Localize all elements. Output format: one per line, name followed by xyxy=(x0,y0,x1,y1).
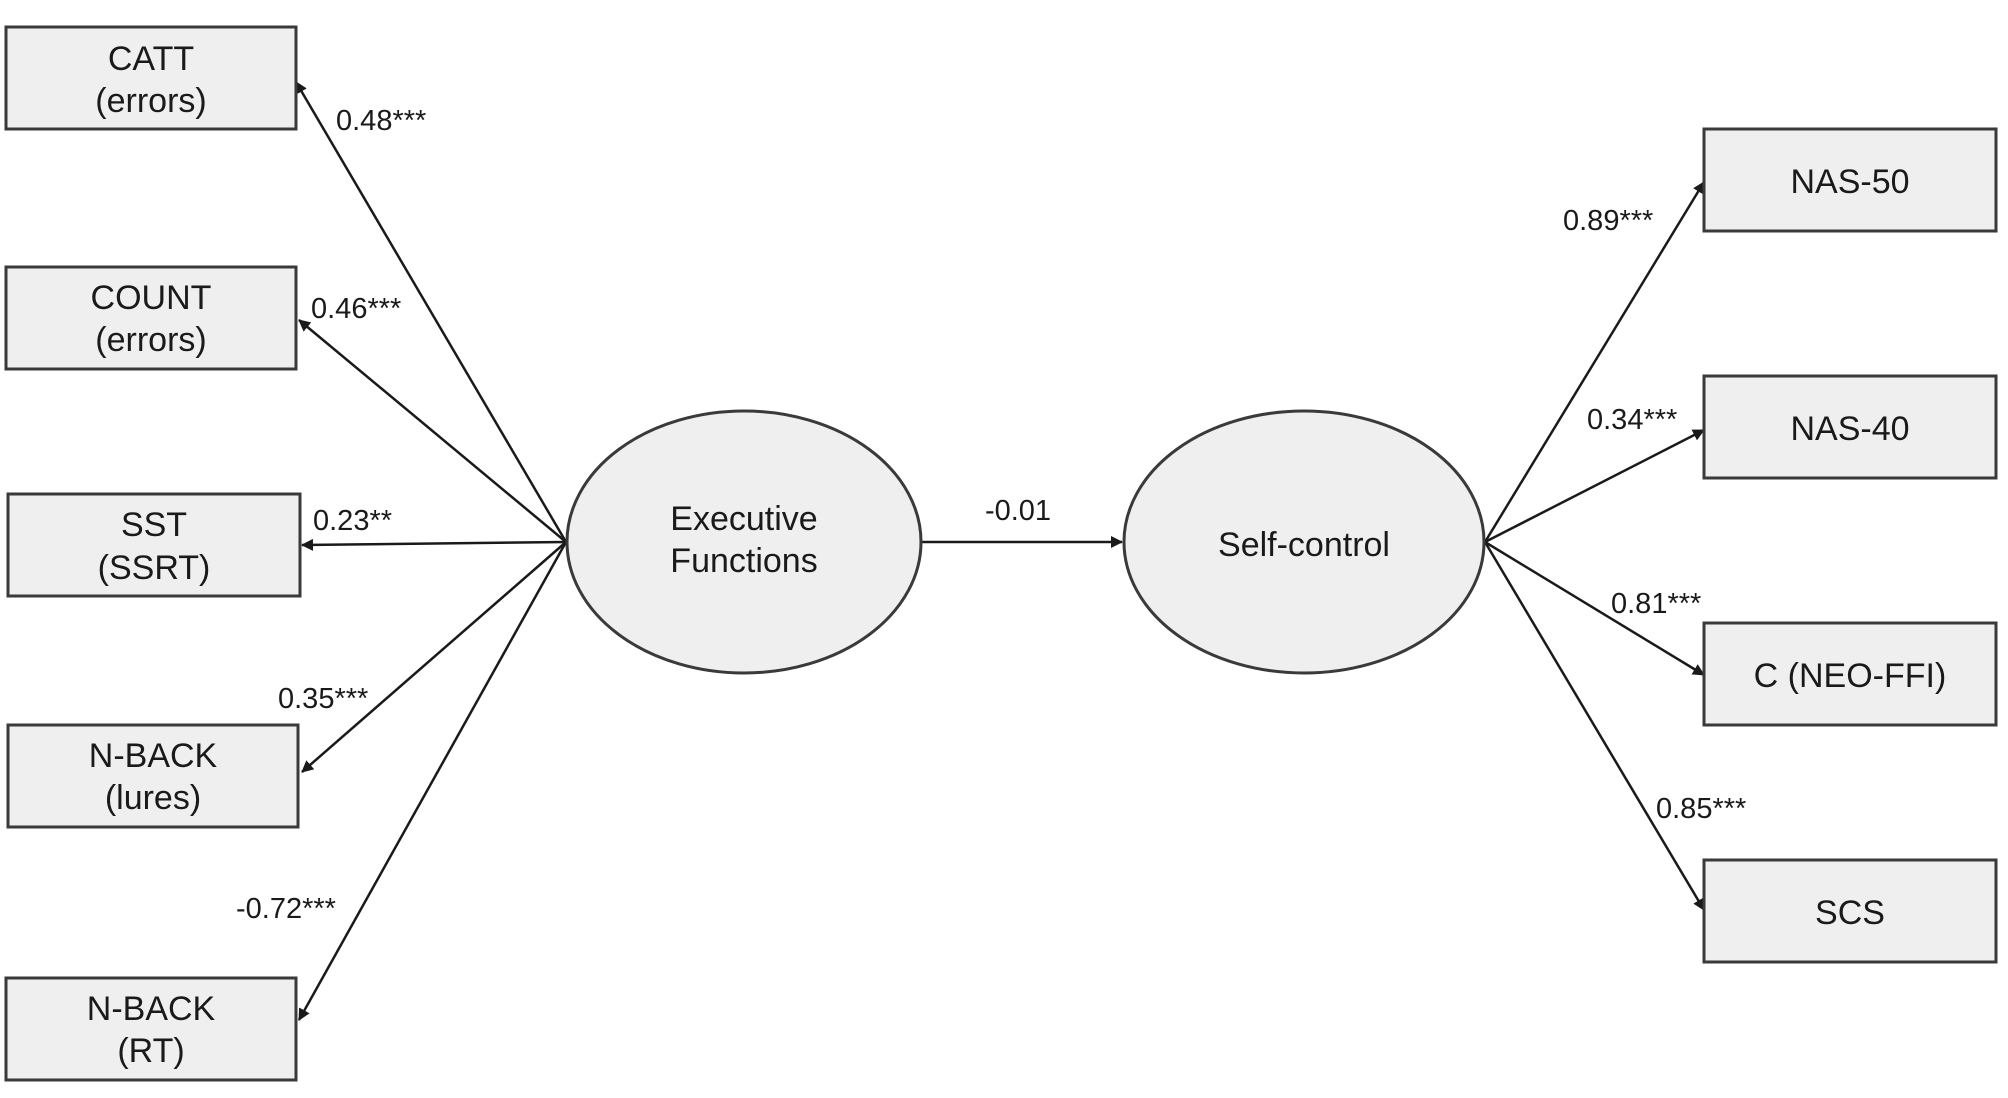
coef-scs: 0.85*** xyxy=(1656,793,1746,825)
indicator-c-neo-ffi-label: C (NEO-FFI) xyxy=(1754,657,1947,695)
indicator-catt-line1: CATT xyxy=(108,40,194,78)
indicator-sst: SST (SSRT) xyxy=(6,492,302,598)
path-sc-nas50 xyxy=(1483,181,1706,543)
path-sc-scs xyxy=(1483,541,1706,911)
coef-nas40: 0.34*** xyxy=(1587,404,1677,436)
coef-nback-lures: 0.35*** xyxy=(278,683,368,715)
path-ef-sst xyxy=(301,538,567,551)
indicator-sst-line2: (SSRT) xyxy=(98,549,211,587)
indicator-scs: SCS xyxy=(1702,858,1998,964)
coef-structural: -0.01 xyxy=(985,495,1051,527)
indicator-nback-rt: N-BACK (RT) xyxy=(4,976,298,1082)
indicator-nas40: NAS-40 xyxy=(1702,374,1998,480)
path-sc-nas40 xyxy=(1484,428,1705,544)
path-sc-cneo xyxy=(1484,540,1705,677)
coef-c-neo-ffi: 0.81*** xyxy=(1611,588,1701,620)
indicator-sst-line1: SST xyxy=(121,506,187,544)
path-ef-nback-rt xyxy=(297,541,568,1021)
coef-count: 0.46*** xyxy=(311,293,401,325)
indicator-catt-line2: (errors) xyxy=(95,82,206,120)
path-ef-nback-lures xyxy=(301,541,567,773)
indicator-nback-lures: N-BACK (lures) xyxy=(6,723,300,829)
indicator-catt: CATT (errors) xyxy=(4,25,298,131)
latent-self-control-label: Self-control xyxy=(1218,526,1390,564)
indicator-nas40-label: NAS-40 xyxy=(1790,410,1909,448)
latent-executive-functions-line2: Functions xyxy=(670,542,817,580)
indicator-scs-label: SCS xyxy=(1815,894,1885,932)
coef-nback-rt: -0.72*** xyxy=(236,893,336,925)
indicator-nback-rt-line1: N-BACK xyxy=(87,990,216,1028)
latent-executive-functions: Executive Functions xyxy=(565,409,923,675)
path-ef-count xyxy=(298,319,567,543)
coef-sst: 0.23** xyxy=(313,505,392,537)
indicator-nback-lures-line1: N-BACK xyxy=(89,737,218,775)
indicator-nas50-label: NAS-50 xyxy=(1790,163,1909,201)
indicator-nback-rt-line2: (RT) xyxy=(117,1032,184,1070)
indicator-count: COUNT (errors) xyxy=(4,265,298,371)
latent-executive-functions-line1: Executive xyxy=(670,500,817,538)
coef-nas50: 0.89*** xyxy=(1563,205,1653,237)
path-ef-catt xyxy=(294,81,568,543)
indicator-nback-lures-line2: (lures) xyxy=(105,779,201,817)
coef-catt: 0.48*** xyxy=(336,105,426,137)
latent-self-control: Self-control xyxy=(1122,409,1486,675)
indicator-c-neo-ffi: C (NEO-FFI) xyxy=(1702,621,1998,727)
indicator-nas50: NAS-50 xyxy=(1702,127,1998,233)
indicator-count-line2: (errors) xyxy=(95,321,206,359)
indicator-count-line1: COUNT xyxy=(91,279,212,317)
